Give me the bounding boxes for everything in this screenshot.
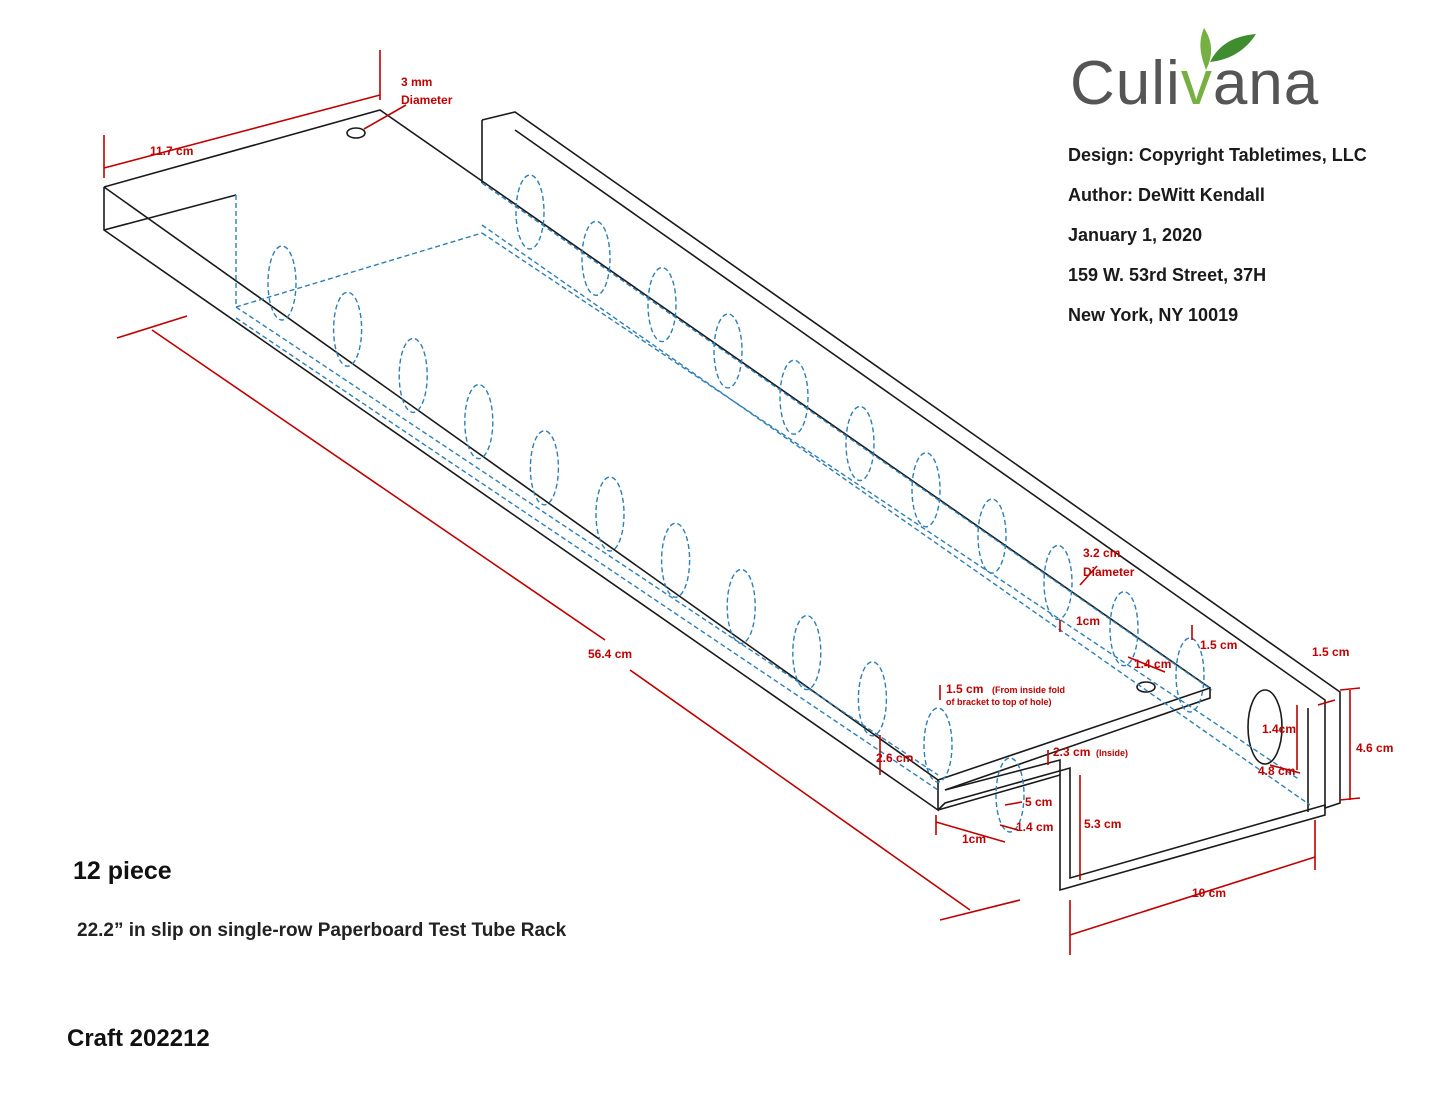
dim-width-10 <box>1069 856 1316 936</box>
tube-hole <box>779 359 809 435</box>
dim-label-fold-note-1: (From inside fold <box>992 685 1065 695</box>
craft-code: Craft 202212 <box>67 1025 210 1052</box>
dim-3-2-leader <box>1079 565 1098 586</box>
back-plate-front-edge <box>103 186 939 781</box>
tube-hole <box>464 383 494 460</box>
back-plate-top-edge <box>103 109 1211 689</box>
dim-label-height-4-6: 4.6 cm <box>1356 741 1393 755</box>
back-plate-inner-edge <box>103 194 237 231</box>
piece-count: 12 piece <box>73 857 172 885</box>
product-description: 22.2” in slip on single-row Paperboard T… <box>77 920 567 941</box>
front-wall <box>481 111 1341 810</box>
tube-holes <box>267 174 1205 833</box>
dim-flap-1-5 <box>1317 699 1336 706</box>
tube-hole <box>845 405 875 482</box>
dim-1-4-top <box>1127 656 1166 673</box>
dim-length-ext-b <box>939 899 1021 921</box>
dim-side-4-8 <box>1269 764 1301 774</box>
dimension-lines <box>103 50 1361 955</box>
end-hole <box>1247 689 1283 765</box>
dim-length-ext-a <box>116 315 188 339</box>
dim-label-2-6: 2.6 cm <box>876 751 913 765</box>
dim-label-1-4-bottom: 1.4 cm <box>1016 820 1053 834</box>
channel-profile <box>937 766 1326 892</box>
tube-hole <box>1043 544 1073 621</box>
dim-width-top-line <box>103 94 381 169</box>
tube-hole <box>515 174 545 250</box>
leaf-icon <box>1200 28 1256 70</box>
tube-hole <box>726 568 756 645</box>
tube-hole <box>923 707 953 783</box>
hidden-rail-3 <box>481 182 1213 691</box>
dim-label-1cm-top: 1cm <box>1076 614 1100 628</box>
hidden-rail-5 <box>481 224 1311 806</box>
dim-label-inside-note: (Inside) <box>1096 748 1128 758</box>
tube-hole <box>267 245 297 321</box>
rack-outline <box>103 109 1341 892</box>
tube-hole <box>595 476 625 552</box>
tube-hole <box>581 220 611 296</box>
small-hole-front <box>1136 681 1156 693</box>
hidden-rail-1 <box>235 306 939 776</box>
dim-label-width-top: 11.7 cm <box>150 144 193 158</box>
dim-label-2-3: 2.3 cm <box>1053 745 1090 759</box>
dim-length-line-b <box>629 669 971 911</box>
tube-hole <box>529 430 560 506</box>
tube-hole <box>398 337 428 414</box>
dim-label-5: 5 cm <box>1025 795 1052 809</box>
dim-small-hole-leader <box>363 104 407 130</box>
dim-1-4-bottom <box>999 824 1019 831</box>
dim-1cm-bottom <box>935 821 1006 843</box>
tube-hole <box>995 757 1025 833</box>
dim-label-side-1-4: 1.4cm <box>1262 722 1296 736</box>
tube-hole <box>332 291 363 367</box>
dim-label-side-4-8: 4.8 cm <box>1258 764 1295 778</box>
channel-inner-fold <box>944 758 1061 791</box>
info-date: January 1, 2020 <box>1068 225 1203 245</box>
dim-label-fold-note-2: of bracket to top of hole) <box>946 697 1052 707</box>
logo-wordmark: Culivana <box>1070 49 1320 118</box>
info-design: Design: Copyright Tabletimes, LLC <box>1068 145 1367 165</box>
dim-label-5-3: 5.3 cm <box>1084 817 1121 831</box>
tube-hole <box>977 498 1007 574</box>
tube-hole <box>911 452 941 528</box>
tube-hole <box>713 313 743 389</box>
dim-label-big-hole-1: 3.2 cm <box>1083 546 1120 560</box>
dim-label-10: 10 cm <box>1192 886 1226 900</box>
dim-label-1-4-top: 1.4 cm <box>1134 657 1171 671</box>
dim-label-big-hole-2: Diameter <box>1083 565 1135 579</box>
dim-label-length: 56.4 cm <box>588 647 632 661</box>
info-author: Author: DeWitt Kendall <box>1068 185 1265 205</box>
dim-length-line-a <box>151 329 606 641</box>
tube-hole <box>647 266 677 343</box>
dim-5 <box>1004 801 1023 806</box>
back-plate-end-edge <box>103 187 939 812</box>
hidden-lines <box>235 174 1311 833</box>
dim-height-4-6-ext-b <box>1339 797 1361 801</box>
dim-label-1-5-main: 1.5 cm <box>946 682 983 696</box>
tube-hole <box>1109 591 1139 667</box>
dim-label-small-hole-1: 3 mm <box>401 75 432 89</box>
fold-edge <box>937 686 1211 791</box>
dim-height-4-6-ext-a <box>1339 687 1361 691</box>
tube-hole <box>660 522 691 598</box>
info-address-line-2: New York, NY 10019 <box>1068 305 1239 325</box>
tube-hole <box>1175 637 1205 713</box>
dim-label-flap-1-5: 1.5 cm <box>1312 645 1349 659</box>
dim-label-1-5-top: 1.5 cm <box>1200 638 1237 652</box>
hidden-back-bottom <box>235 195 483 308</box>
tube-hole <box>857 661 888 737</box>
dimension-labels: 11.7 cm 3 mm Diameter 56.4 cm 3.2 cm Dia… <box>150 75 1393 900</box>
hidden-rail-4 <box>481 232 1301 781</box>
small-hole-back <box>346 127 366 139</box>
culivana-logo: Culivana <box>1070 28 1318 122</box>
tube-hole <box>792 614 822 691</box>
info-address-line-1: 159 W. 53rd Street, 37H <box>1068 265 1267 285</box>
dim-label-small-hole-2: Diameter <box>401 93 453 107</box>
dim-label-1cm-bottom: 1cm <box>962 832 986 846</box>
hidden-rail-2 <box>235 317 939 791</box>
